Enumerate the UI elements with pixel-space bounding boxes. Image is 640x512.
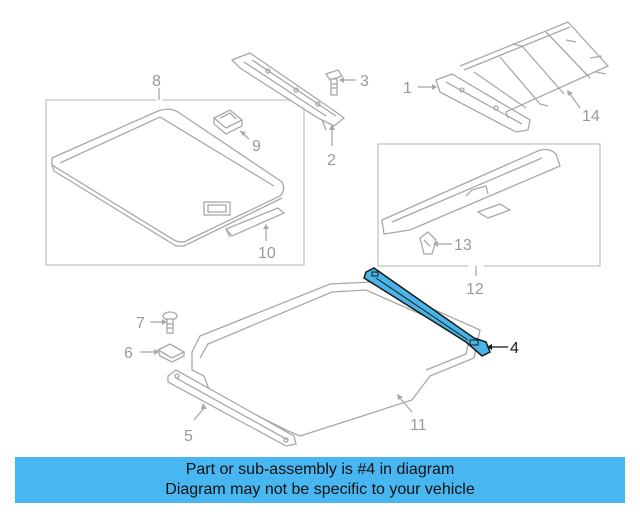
group-box-12 (377, 143, 601, 267)
callout-5[interactable]: 5 (184, 428, 193, 445)
callout-4[interactable]: 4 (510, 340, 519, 357)
part-8-cargo-cover[interactable] (51, 108, 285, 247)
part-1-bracket[interactable] (435, 73, 531, 133)
part-9-clip[interactable] (212, 109, 244, 135)
group-box-8 (45, 99, 305, 266)
callout-13[interactable]: 13 (454, 237, 472, 254)
callout-9[interactable]: 9 (252, 138, 261, 155)
callout-12[interactable]: 12 (466, 281, 484, 298)
caption-line-2: Diagram may not be specific to your vehi… (165, 481, 475, 498)
part-10-strap[interactable] (224, 207, 286, 238)
part-2-rail-bracket[interactable] (230, 52, 346, 131)
part-14-cargo-net[interactable] (459, 21, 610, 119)
part-7-screw[interactable] (162, 311, 178, 334)
callout-8[interactable]: 8 (152, 73, 161, 90)
part-4-rail-highlighted[interactable] (363, 267, 491, 357)
caption-banner: Part or sub-assembly is #4 in diagram Di… (15, 457, 625, 503)
parts-diagram: 8 9 10 2 3 (45, 21, 610, 447)
part-11-floor-mat[interactable] (191, 281, 481, 437)
part-3-bolt[interactable] (324, 69, 344, 96)
callout-10[interactable]: 10 (258, 245, 276, 262)
caption-line-1: Part or sub-assembly is #4 in diagram (185, 461, 455, 478)
callout-7[interactable]: 7 (136, 315, 145, 332)
callout-3[interactable]: 3 (360, 73, 369, 90)
callout-11[interactable]: 11 (410, 417, 427, 434)
callout-2[interactable]: 2 (327, 152, 336, 169)
part-6-clip[interactable] (156, 343, 186, 363)
part-13-clip[interactable] (419, 231, 437, 255)
callout-1[interactable]: 1 (403, 80, 412, 97)
callout-14[interactable]: 14 (582, 108, 600, 125)
callout-6[interactable]: 6 (124, 345, 133, 362)
part-5-bar[interactable] (167, 369, 297, 447)
part-12-trim-panel[interactable] (381, 148, 561, 235)
